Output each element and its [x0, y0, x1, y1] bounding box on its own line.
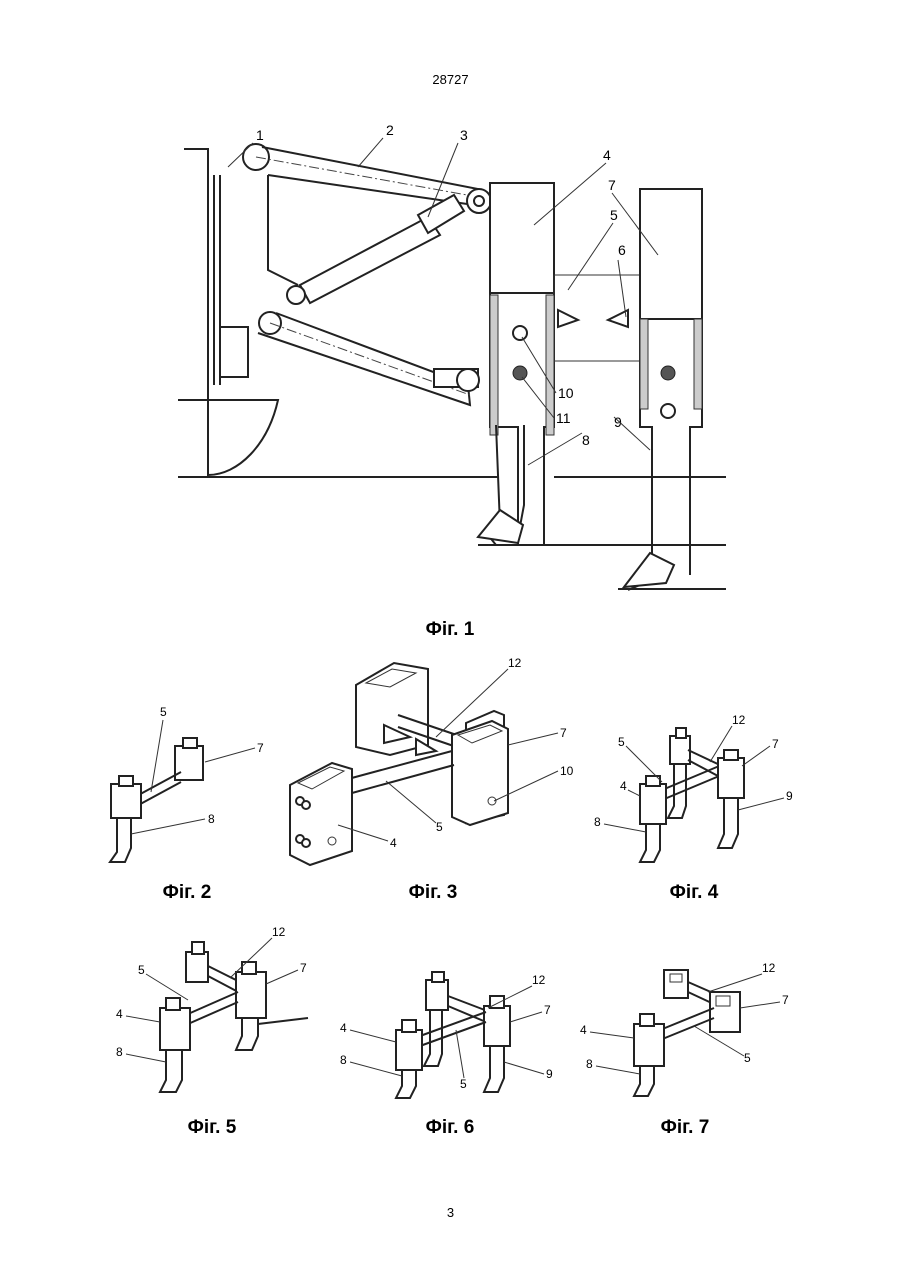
svg-text:9: 9: [786, 789, 793, 803]
page-number: 3: [0, 1205, 901, 1220]
figure-6-drawing: 12 7 4 8 5 9: [338, 966, 563, 1106]
svg-text:11: 11: [556, 410, 571, 426]
svg-text:4: 4: [390, 836, 397, 850]
svg-text:12: 12: [272, 925, 286, 939]
svg-text:8: 8: [208, 812, 215, 826]
svg-text:5: 5: [160, 705, 167, 719]
svg-text:4: 4: [603, 147, 611, 163]
svg-text:8: 8: [116, 1045, 123, 1059]
svg-text:7: 7: [782, 993, 789, 1007]
svg-text:9: 9: [546, 1067, 553, 1081]
figure-5-drawing: 12 5 7 4 8: [112, 922, 312, 1100]
svg-text:10: 10: [560, 764, 574, 778]
svg-text:2: 2: [386, 122, 394, 138]
svg-text:4: 4: [620, 779, 627, 793]
figure-7-drawing: 12 7 4 8 5: [578, 958, 798, 1103]
svg-text:8: 8: [340, 1053, 347, 1067]
figure-4-caption: Фіг. 4: [614, 882, 774, 904]
svg-text:4: 4: [116, 1007, 123, 1021]
figure-6-caption: Фіг. 6: [370, 1117, 530, 1139]
figure-3-drawing: 12 7 10 5 4: [286, 655, 586, 865]
svg-text:8: 8: [582, 432, 590, 448]
svg-text:7: 7: [608, 177, 616, 193]
svg-text:12: 12: [732, 713, 746, 727]
svg-text:7: 7: [544, 1003, 551, 1017]
svg-text:7: 7: [300, 961, 307, 975]
figure-4-drawing: 12 5 7 4 9 8: [592, 710, 797, 865]
svg-text:12: 12: [762, 961, 776, 975]
svg-text:8: 8: [586, 1057, 593, 1071]
svg-text:12: 12: [532, 973, 546, 987]
figure-5-labels: 12 5 7 4 8: [116, 925, 307, 1062]
svg-text:4: 4: [340, 1021, 347, 1035]
figure-4-labels: 12 5 7 4 9 8: [594, 713, 793, 832]
svg-text:5: 5: [744, 1051, 751, 1065]
document-number: 28727: [0, 72, 901, 87]
figure-7-caption: Фіг. 7: [605, 1117, 765, 1139]
svg-text:5: 5: [138, 963, 145, 977]
svg-text:5: 5: [610, 207, 618, 223]
svg-text:5: 5: [460, 1077, 467, 1091]
svg-text:1: 1: [256, 127, 264, 143]
svg-text:3: 3: [460, 127, 468, 143]
figure-5-caption: Фіг. 5: [132, 1117, 292, 1139]
figure-2-drawing: 5 7 8: [105, 702, 265, 867]
svg-text:7: 7: [772, 737, 779, 751]
figure-3-caption: Фіг. 3: [353, 882, 513, 904]
svg-text:7: 7: [560, 726, 567, 740]
svg-text:5: 5: [436, 820, 443, 834]
svg-text:12: 12: [508, 656, 522, 670]
svg-text:9: 9: [614, 414, 622, 430]
figure-2-caption: Фіг. 2: [107, 882, 267, 904]
svg-text:6: 6: [618, 242, 626, 258]
svg-text:5: 5: [618, 735, 625, 749]
svg-text:10: 10: [558, 385, 574, 401]
svg-text:8: 8: [594, 815, 601, 829]
figure-1-drawing: 1 2 3 4 5 6 7 8 9 10 11: [178, 105, 726, 605]
svg-text:4: 4: [580, 1023, 587, 1037]
svg-text:7: 7: [257, 741, 264, 755]
figure-1-caption: Фіг. 1: [370, 619, 530, 641]
